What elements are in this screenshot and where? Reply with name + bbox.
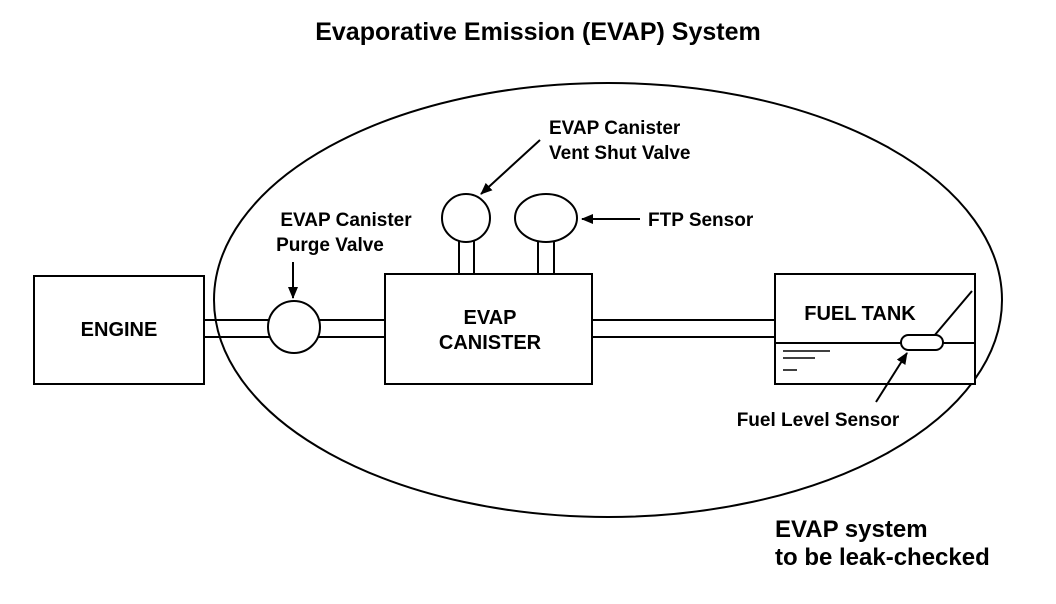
vent-valve-arrow	[480, 139, 541, 195]
canister-box	[384, 273, 593, 385]
leak-check-note-line1: EVAP system	[775, 516, 928, 543]
fuel-tank-label: FUEL TANK	[804, 303, 916, 325]
engine-label: ENGINE	[81, 319, 158, 341]
ftp-sensor-label: FTP Sensor	[648, 210, 754, 231]
canister-label-line2: CANISTER	[439, 332, 542, 354]
leak-check-boundary	[213, 82, 1003, 518]
fuel-level-float	[900, 334, 944, 351]
fuel-level-sensor-label: Fuel Level Sensor	[737, 410, 900, 431]
fuel-tank-box	[774, 273, 976, 385]
purge-valve-circle	[267, 300, 321, 354]
fuel-level-float-arm	[933, 290, 973, 337]
vent-shut-valve-circle	[441, 193, 491, 243]
leak-check-note-line2: to be leak-checked	[775, 544, 990, 571]
ftp-sensor-circle	[514, 193, 578, 243]
diagram-title: Evaporative Emission (EVAP) System	[315, 18, 761, 46]
fuel-level-sensor-arrow	[875, 352, 908, 403]
vent-valve-label-line1: EVAP Canister	[549, 118, 681, 139]
purge-valve-label-line1: EVAP Canister	[280, 210, 412, 231]
purge-valve-label-line2: Purge Valve	[276, 235, 384, 256]
vent-valve-label-line2: Vent Shut Valve	[549, 143, 691, 164]
canister-label-line1: EVAP	[464, 307, 517, 329]
engine-box	[33, 275, 205, 385]
